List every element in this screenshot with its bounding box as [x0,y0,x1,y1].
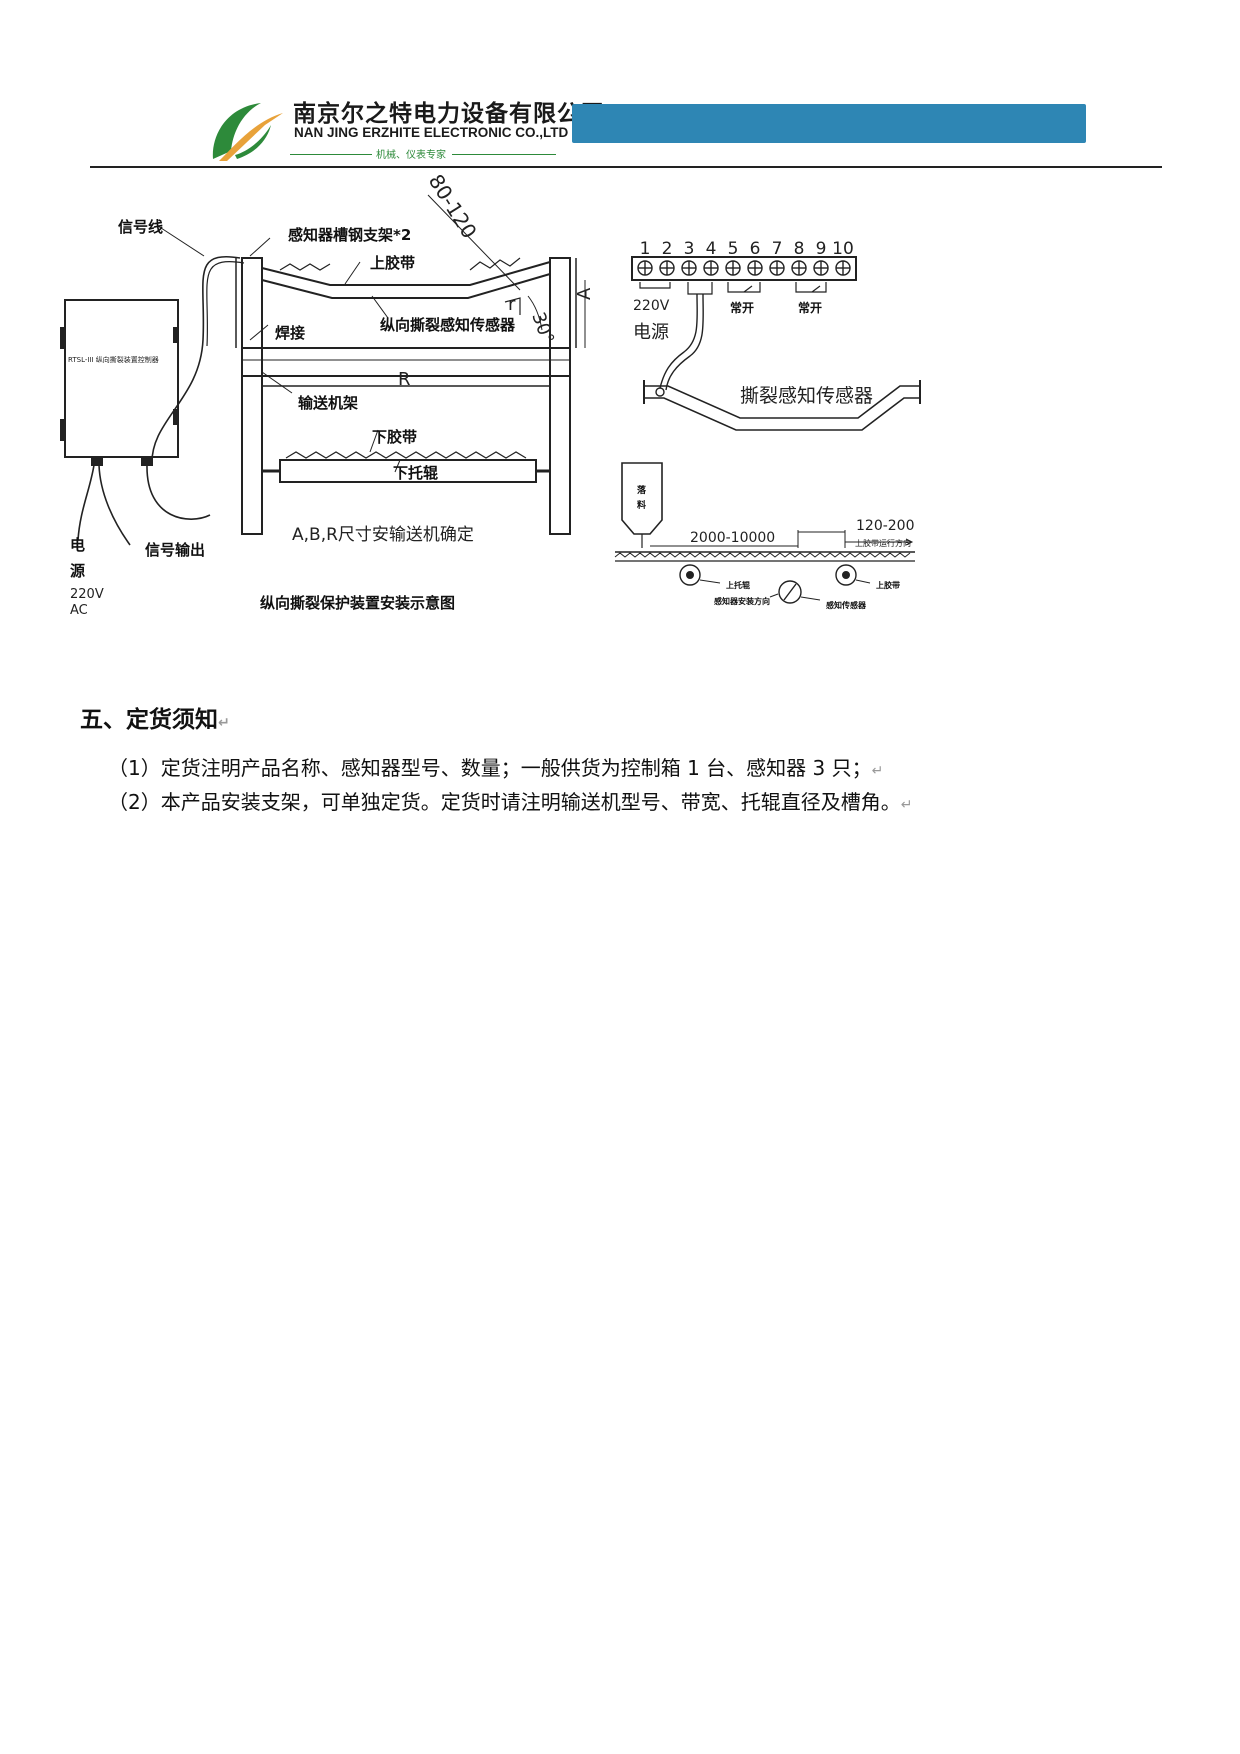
power-char-2: 源 [70,562,85,580]
offset-label: 120-200 [856,518,915,534]
size-note: A,B,R尺寸安输送机确定 [292,525,474,545]
sensor-label-right: 感知传感器 [826,600,867,610]
upper-belt-line [261,261,551,286]
terminal-number-7: 7 [772,239,783,259]
right-post [549,257,571,535]
order-note-2: （2）本产品安装支架，可单独定货。定货时请注明输送机型号、带宽、托辊直径及槽角。… [108,786,912,815]
terminal-number-8: 8 [794,239,805,259]
company-slogan: 机械、仪表专家 [376,150,446,161]
terminal-block [631,256,857,281]
company-name-en: NAN JING ERZHITE ELECTRONIC CO.,LTD [294,125,569,140]
order-note-1-text: （1）定货注明产品名称、感知器型号、数量；一般供货为控制箱 1 台、感知器 3 … [108,756,872,780]
terminal-number-2: 2 [662,239,673,259]
terminal-number-10: 10 [832,239,854,259]
label-r-small: r [508,294,516,315]
sensor-label: 纵向撕裂感知传感器 [380,316,516,334]
section-title-text: 五、定货须知 [80,707,218,733]
slogan-line-left [290,154,372,155]
terminal-number-4: 4 [706,239,717,259]
order-note-1: （1）定货注明产品名称、感知器型号、数量；一般供货为控制箱 1 台、感知器 3 … [108,752,883,781]
company-name-cn: 南京尔之特电力设备有限公司 [293,101,605,127]
section-title: 五、定货须知↵ [80,700,230,734]
terminal-voltage: 220V [633,298,670,314]
mounting-direction-label: 感知器安装方向 [714,596,770,606]
frame-label: 输送机架 [298,394,358,412]
controller-label: RTSL-III 纵向撕裂装置控制器 [68,355,159,364]
power-label: 电 源 [70,536,90,580]
hopper-char-1: 落 [637,484,647,496]
return-mark: ↵ [900,797,913,813]
angle-label: 30° [527,310,558,347]
return-mark: ↵ [218,715,230,731]
installation-diagram: 信号线 感知器槽钢支架*2 上胶带 纵向撕裂感知传感器 焊接 输送机架 下胶带 … [60,170,921,618]
header-rule [90,166,1162,168]
order-note-2-text: （2）本产品安装支架，可单独定货。定货时请注明输送机型号、带宽、托辊直径及槽角。 [108,790,901,814]
header-blue-bar [572,104,1086,143]
terminal-number-1: 1 [640,239,651,259]
terminal-power: 电源 [633,322,669,343]
ac-label: AC [70,603,88,618]
distance-label: 2000-10000 [690,530,775,546]
power-char-1: 电 [70,536,85,554]
direction-label: 上胶带运行方向 [855,538,911,548]
terminal-number-9: 9 [816,239,827,259]
normally-open-2: 常开 [798,300,822,315]
hopper-label: 落 料 [637,484,649,511]
terminal-number-6: 6 [750,239,761,259]
diagram-caption: 纵向撕裂保护装置安装示意图 [260,594,455,612]
label-r-big: R [398,369,411,390]
lower-roller-label: 下托辊 [393,464,438,482]
page-header: 南京尔之特电力设备有限公司 NAN JING ERZHITE ELECTRONI… [0,0,1240,175]
hopper [621,462,663,535]
upper-roller-label: 上托辊 [726,580,750,590]
controller-box [64,299,179,458]
voltage-label: 220V [70,587,104,602]
terminal-number-3: 3 [684,239,695,259]
dimension-top-label: 80-120 [424,170,482,243]
weld-label: 焊接 [275,324,305,342]
hopper-char-2: 料 [637,499,646,511]
company-logo-icon [212,103,283,161]
terminal-number-5: 5 [728,239,739,259]
lower-belt-label: 下胶带 [372,428,417,446]
label-a: A [574,287,595,300]
tear-sensor-label: 撕裂感知传感器 [740,385,873,407]
upper-belt-label: 上胶带 [370,254,415,272]
slogan-line-right [452,154,556,155]
normally-open-1: 常开 [730,300,754,315]
left-post [241,257,263,535]
signal-wire-label: 信号线 [118,218,163,236]
frame-beam [241,347,571,377]
upper-belt-label-right: 上胶带 [876,580,900,590]
bracket-label: 感知器槽钢支架*2 [288,226,411,244]
signal-output-label: 信号输出 [145,541,205,559]
return-mark: ↵ [871,763,884,779]
